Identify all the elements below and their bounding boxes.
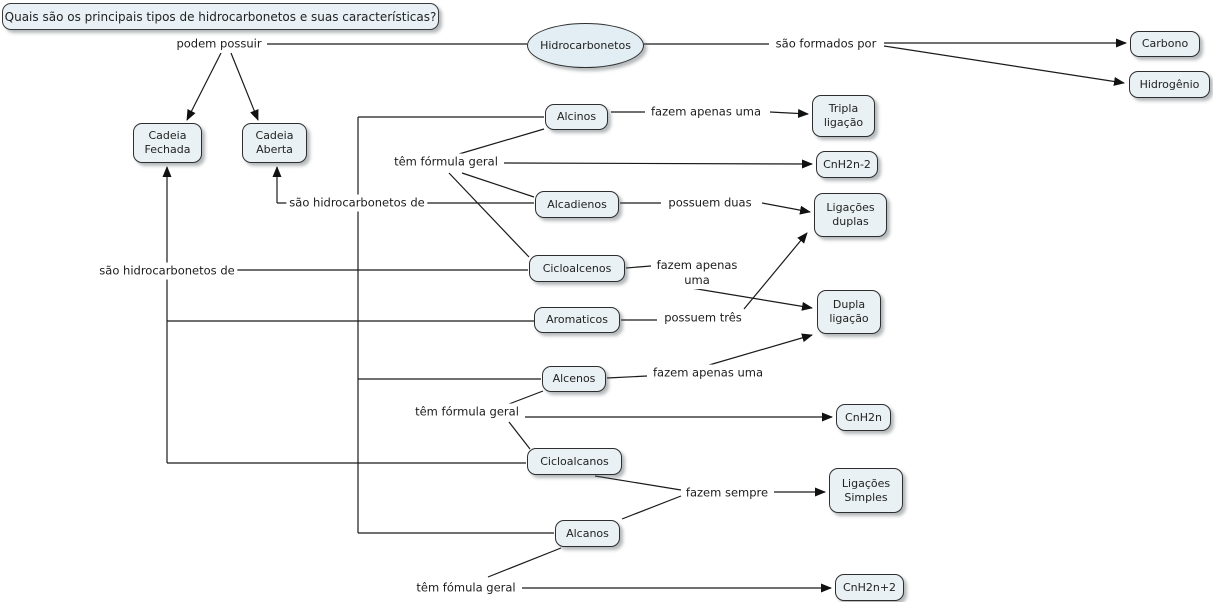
node-cicloalcenos[interactable]: Cicloalcenos — [529, 255, 625, 282]
edge-alcinos-tripla-ligacao — [611, 108, 809, 118]
node-hidrocarbonetos[interactable]: Hidrocarbonetos — [527, 23, 644, 68]
edge-label-sao-hidrocarbonetos-de-fechada[interactable]: são hidrocarbonetos de — [96, 262, 238, 280]
edge-formula-cnh2n-mais2 — [487, 547, 832, 593]
node-cadeia-aberta[interactable]: Cadeia Aberta — [242, 123, 307, 163]
edge-label-fazem-apenas-uma-alcenos[interactable]: fazem apenas uma — [649, 364, 767, 382]
edge-sao-formados-por — [644, 38, 1127, 86]
edge-label-tem-formula-geral-cnh2n-menos2[interactable]: têm fórmula geral — [391, 153, 501, 171]
node-cadeia-fechada[interactable]: Cadeia Fechada — [133, 123, 202, 163]
node-hidrogenio[interactable]: Hidrogênio — [1129, 71, 1210, 98]
node-alcadienos[interactable]: Alcadienos — [535, 191, 619, 218]
node-carbono[interactable]: Carbono — [1130, 31, 1200, 57]
edge-sao-hidrocarbonetos-de-cadeia-aberta — [272, 116, 554, 534]
node-alcenos[interactable]: Alcenos — [542, 366, 606, 392]
node-cnh2n[interactable]: CnH2n — [836, 404, 891, 431]
node-alcanos[interactable]: Alcanos — [555, 520, 620, 547]
node-cicloalcanos[interactable]: Cicloalcanos — [527, 448, 622, 475]
node-ligacoes-duplas[interactable]: Ligações duplas — [814, 193, 887, 237]
edge-label-fazem-sempre[interactable]: fazem sempre — [682, 484, 772, 502]
edge-label-fazem-apenas-uma-cicloalcenos[interactable]: fazem apenas uma — [653, 257, 741, 289]
edge-podem-possuir — [186, 43, 527, 121]
edge-formula-cnh2n — [508, 390, 833, 450]
node-ligacoes-simples[interactable]: Ligações Simples — [829, 468, 903, 513]
edge-label-tem-fomula-geral-cnh2n-mais2[interactable]: têm fómula geral — [413, 579, 519, 597]
node-cnh2n-menos2[interactable]: CnH2n-2 — [816, 151, 878, 178]
edge-label-fazem-apenas-uma-alcinos[interactable]: fazem apenas uma — [647, 103, 765, 121]
edge-fazem-sempre-ligacoes-simples — [594, 475, 826, 520]
edge-alcadienos-ligacoes-duplas — [620, 202, 811, 215]
question-title-box[interactable]: Quais são os principais tipos de hidroca… — [2, 3, 439, 30]
node-cnh2n-mais2[interactable]: CnH2n+2 — [835, 574, 904, 601]
node-tripla-ligacao[interactable]: Tripla ligação — [812, 95, 875, 137]
node-alcinos[interactable]: Alcinos — [545, 104, 608, 130]
edge-formula-cnh2n-menos2 — [448, 128, 813, 258]
edge-alcenos-dupla-ligacao — [606, 333, 813, 379]
node-dupla-ligacao[interactable]: Dupla ligação — [817, 290, 881, 334]
edge-label-possuem-tres[interactable]: possuem três — [661, 309, 745, 327]
edge-label-podem-possuir[interactable]: podem possuir — [173, 35, 265, 53]
edge-cicloalcenos-dupla-ligacao — [625, 265, 813, 311]
edge-label-possuem-duas[interactable]: possuem duas — [665, 194, 755, 212]
edge-label-tem-formula-geral-cnh2n[interactable]: têm fórmula geral — [412, 403, 522, 421]
edge-aromaticos-ligacoes-duplas — [621, 232, 808, 321]
edge-label-sao-hidrocarbonetos-de-aberta[interactable]: são hidrocarbonetos de — [286, 194, 428, 212]
edge-label-sao-formados-por[interactable]: são formados por — [772, 35, 880, 53]
node-aromaticos[interactable]: Aromaticos — [534, 307, 620, 333]
